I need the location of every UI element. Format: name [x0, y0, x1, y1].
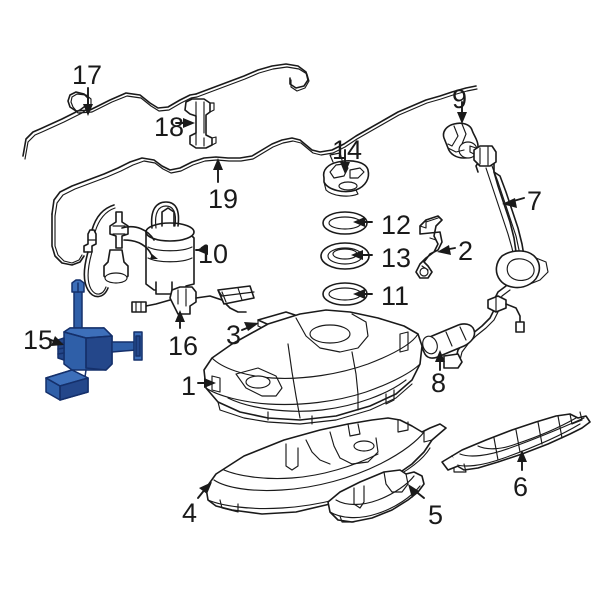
- part-15-fuel-level-sending-unit-highlighted: [45, 279, 143, 401]
- part-1-fuel-tank: [203, 309, 423, 425]
- callout-leaders: [45, 87, 527, 499]
- part-19-vapor-vent-line-lower: [51, 85, 478, 266]
- part-2-fuel-tank-bracket: [415, 215, 443, 279]
- part-10-fuel-pump-module: [83, 201, 195, 298]
- callout-label-8[interactable]: 8: [431, 368, 447, 398]
- callout-label-4[interactable]: 4: [182, 498, 198, 528]
- part-18-vent-line-clamp: [184, 98, 217, 149]
- part-11-tank-seal-oring-lower: [322, 282, 368, 306]
- callout-label-9[interactable]: 9: [452, 84, 468, 114]
- callout-label-11[interactable]: 11: [381, 281, 410, 311]
- callout-label-5[interactable]: 5: [428, 500, 444, 530]
- callout-label-14[interactable]: 14: [332, 135, 363, 165]
- callout-label-7[interactable]: 7: [527, 186, 543, 216]
- callout-label-19[interactable]: 19: [208, 184, 239, 214]
- callout-label-17[interactable]: 17: [72, 60, 103, 90]
- part-6-tank-strap: [441, 411, 591, 473]
- callout-label-1[interactable]: 1: [181, 371, 197, 401]
- callout-label-3[interactable]: 3: [226, 320, 242, 350]
- part-8-filler-hose: [421, 323, 476, 359]
- callout-label-15[interactable]: 15: [23, 325, 54, 355]
- part-4-fuel-tank-skid-plate: [205, 417, 447, 515]
- callout-label-12[interactable]: 12: [381, 210, 412, 240]
- callout-label-2[interactable]: 2: [458, 236, 474, 266]
- callout-label-10[interactable]: 10: [198, 239, 229, 269]
- part-5-heat-shield-small: [327, 469, 425, 523]
- part-12-tank-seal-oring-upper: [322, 211, 368, 235]
- part-14-fuel-pump-cover: [322, 152, 370, 197]
- part-9-filler-neck-grommet: [442, 122, 479, 159]
- part-7-fuel-filler-neck: [443, 145, 549, 369]
- callout-label-13[interactable]: 13: [381, 243, 412, 273]
- part-16-fuel-tank-wire-harness: [131, 285, 255, 315]
- callout-label-16[interactable]: 16: [168, 331, 199, 361]
- callout-label-18[interactable]: 18: [154, 112, 185, 142]
- callout-label-6[interactable]: 6: [513, 472, 529, 502]
- part-17-vapor-vent-line-upper: [22, 63, 310, 160]
